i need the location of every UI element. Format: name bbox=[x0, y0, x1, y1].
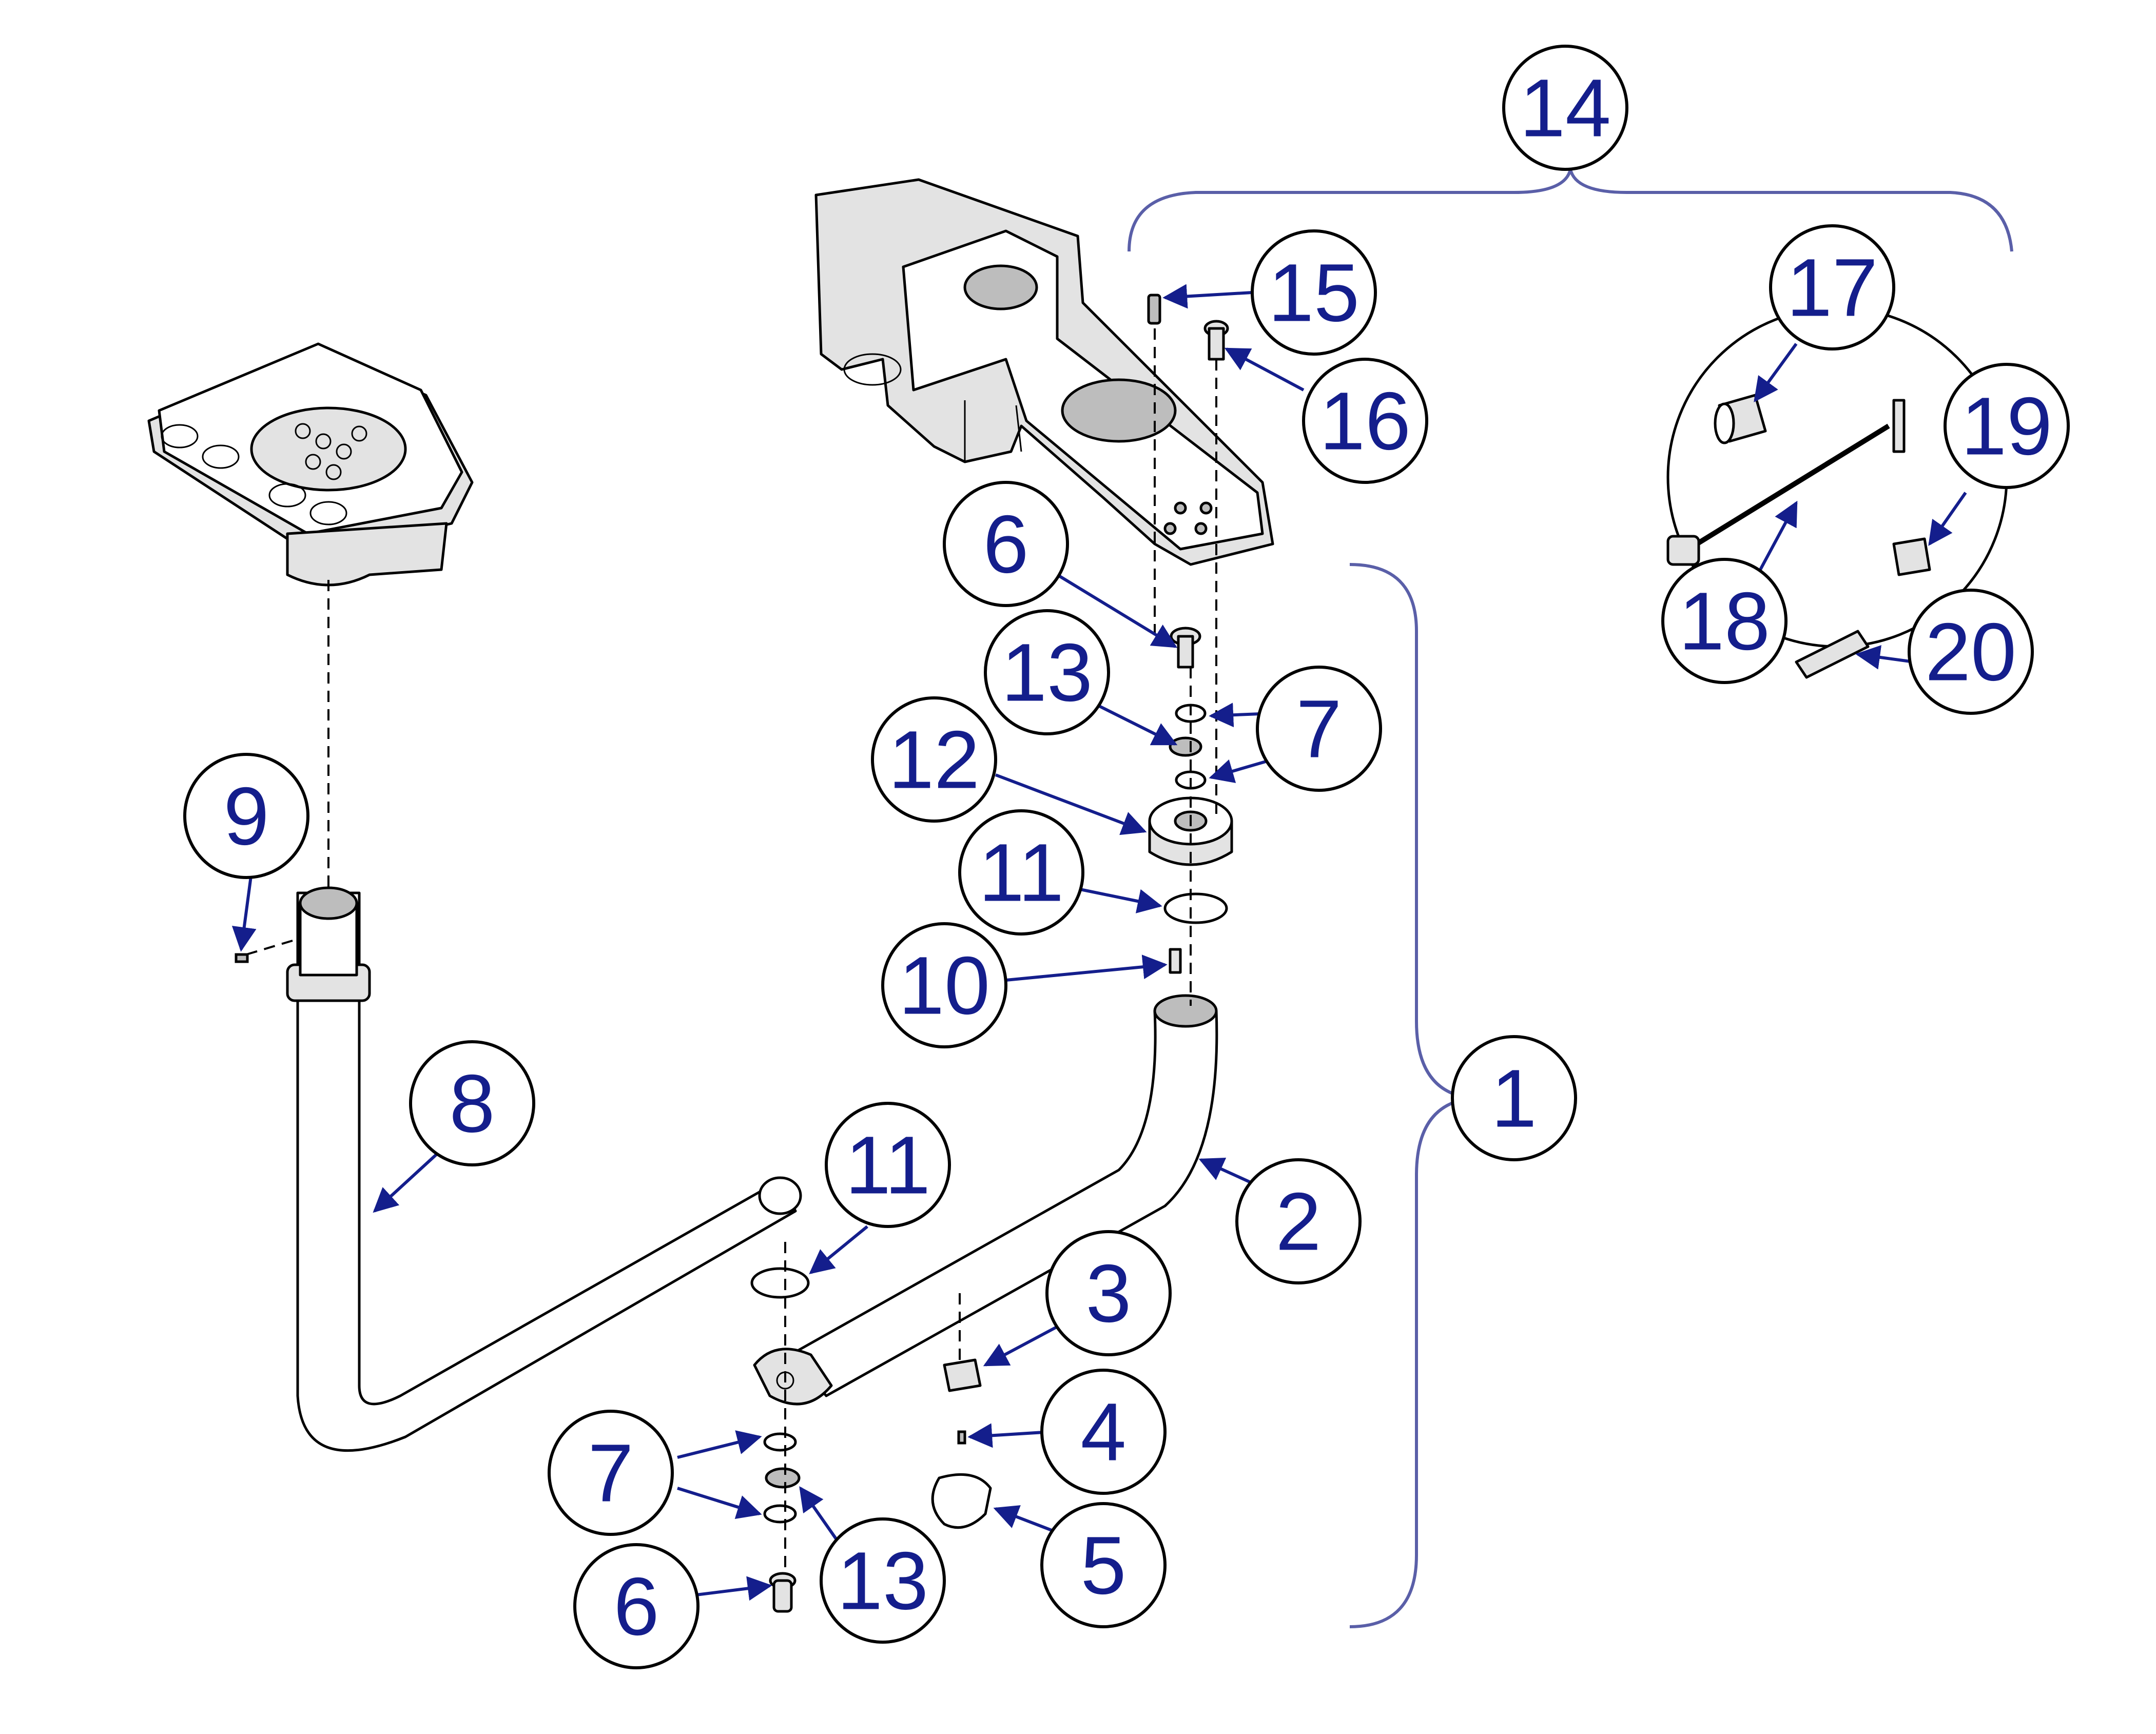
svg-text:18: 18 bbox=[1679, 575, 1770, 667]
callout-4: 4 bbox=[1040, 1369, 1167, 1495]
svg-text:3: 3 bbox=[1086, 1248, 1132, 1339]
callout-20: 20 bbox=[1908, 589, 2034, 715]
svg-text:4: 4 bbox=[1081, 1386, 1126, 1478]
callout-7-lower: 7 bbox=[548, 1410, 674, 1536]
control-pad bbox=[147, 342, 474, 587]
lower-fastener-stack bbox=[750, 1267, 810, 1613]
leader-lines bbox=[231, 284, 1967, 1601]
callout-13-upper: 13 bbox=[984, 609, 1110, 735]
svg-text:19: 19 bbox=[1961, 380, 2052, 472]
arm bbox=[753, 994, 1218, 1406]
callout-10: 10 bbox=[881, 922, 1007, 1048]
svg-text:6: 6 bbox=[614, 1561, 659, 1652]
small-screw bbox=[957, 1430, 966, 1445]
clip bbox=[943, 1358, 982, 1392]
callout-17: 17 bbox=[1769, 224, 1895, 350]
callout-3: 3 bbox=[1045, 1230, 1172, 1356]
svg-text:8: 8 bbox=[450, 1058, 495, 1149]
kit-14-bracket bbox=[1128, 169, 2013, 252]
callout-9: 9 bbox=[183, 753, 309, 879]
callout-6-upper: 6 bbox=[943, 481, 1069, 607]
svg-text:15: 15 bbox=[1268, 247, 1359, 339]
callout-13-lower: 13 bbox=[820, 1517, 946, 1644]
callout-19: 19 bbox=[1944, 363, 2070, 489]
svg-text:7: 7 bbox=[1296, 683, 1342, 775]
tube-assembly bbox=[286, 886, 802, 1452]
strap bbox=[931, 1473, 992, 1529]
callout-18: 18 bbox=[1661, 558, 1788, 684]
callout-14: 14 bbox=[1502, 45, 1628, 171]
svg-text:11: 11 bbox=[845, 1119, 930, 1211]
svg-text:9: 9 bbox=[224, 770, 269, 862]
svg-text:10: 10 bbox=[899, 940, 990, 1031]
svg-text:14: 14 bbox=[1520, 62, 1611, 154]
callout-15: 15 bbox=[1251, 229, 1377, 356]
callout-11-lower: 11 bbox=[825, 1102, 951, 1228]
svg-text:11: 11 bbox=[979, 827, 1064, 919]
mounting-bracket bbox=[814, 178, 1274, 566]
svg-text:1: 1 bbox=[1491, 1053, 1537, 1144]
callout-5: 5 bbox=[1040, 1502, 1167, 1628]
svg-text:7: 7 bbox=[588, 1427, 634, 1519]
svg-text:20: 20 bbox=[1925, 606, 2016, 698]
svg-text:13: 13 bbox=[1001, 627, 1093, 718]
svg-text:17: 17 bbox=[1786, 242, 1878, 334]
callout-2: 2 bbox=[1235, 1158, 1362, 1284]
grub-screw bbox=[235, 953, 249, 963]
svg-text:16: 16 bbox=[1319, 375, 1411, 467]
callout-16: 16 bbox=[1302, 358, 1428, 484]
svg-text:6: 6 bbox=[983, 498, 1029, 590]
svg-text:12: 12 bbox=[888, 714, 980, 806]
callout-1: 1 bbox=[1451, 1035, 1577, 1161]
callout-8: 8 bbox=[409, 1040, 535, 1166]
svg-text:2: 2 bbox=[1276, 1176, 1322, 1268]
callout-12: 12 bbox=[871, 696, 997, 823]
callout-7-upper: 7 bbox=[1256, 666, 1382, 792]
callout-11-upper: 11 bbox=[958, 809, 1084, 936]
cap-screw bbox=[1203, 320, 1229, 361]
set-screw bbox=[1147, 294, 1161, 325]
callout-6-lower: 6 bbox=[573, 1543, 700, 1669]
svg-text:13: 13 bbox=[837, 1535, 928, 1627]
assembly-centerlines bbox=[246, 328, 1217, 1570]
svg-text:5: 5 bbox=[1081, 1519, 1126, 1611]
